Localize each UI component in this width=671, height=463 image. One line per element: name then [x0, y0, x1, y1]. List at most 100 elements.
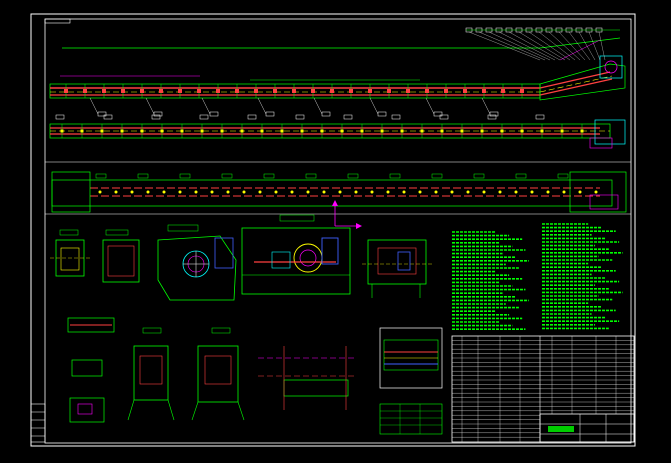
chain-roller-mark	[562, 190, 566, 194]
balloon-tag	[247, 114, 257, 120]
bolt-mark	[180, 129, 184, 133]
small-parts-table	[379, 403, 443, 435]
dimension-tag	[389, 173, 401, 179]
bolt-mark	[500, 129, 504, 133]
balloon-tag	[535, 114, 545, 120]
chain-roller-mark	[386, 190, 390, 194]
bolt-mark	[120, 129, 124, 133]
dimension-tag	[431, 173, 443, 179]
plan-labels	[55, 114, 545, 120]
chain-roller-mark	[114, 190, 118, 194]
chain-roller-mark	[226, 190, 230, 194]
leader-line	[89, 97, 99, 115]
idler-mark	[444, 89, 448, 93]
idler-mark	[216, 89, 220, 93]
bolt-mark	[400, 129, 404, 133]
inner-frame	[44, 18, 632, 444]
leader-line	[498, 31, 556, 61]
drive-head-front-view	[241, 214, 351, 295]
chain-roller-mark	[578, 190, 582, 194]
leader-line	[578, 31, 596, 61]
bolt-mark	[580, 129, 584, 133]
bolt-mark	[200, 129, 204, 133]
idler-mark	[102, 89, 106, 93]
bolt-mark	[140, 129, 144, 133]
balloon-tag	[535, 27, 543, 33]
bolt-mark	[540, 129, 544, 133]
idler-mark	[197, 89, 201, 93]
detail-view-bracket	[67, 317, 115, 423]
frame-corner-tag	[44, 18, 71, 24]
chain-roller-mark	[242, 190, 246, 194]
bolt-mark	[380, 129, 384, 133]
conveyor-plan-view	[49, 119, 626, 149]
idler-mark	[463, 89, 467, 93]
leader-line	[548, 31, 581, 61]
elevation-labels	[89, 27, 606, 117]
balloon-tag	[265, 111, 275, 117]
dimension-tag	[179, 173, 191, 179]
chain-roller-mark	[498, 190, 502, 194]
idler-mark	[178, 89, 182, 93]
leader-line	[313, 97, 323, 115]
chain-roller-mark	[338, 190, 342, 194]
dimension-tag	[515, 173, 527, 179]
balloon-tag	[545, 27, 553, 33]
leader-line	[478, 31, 546, 61]
leader-line	[481, 97, 491, 115]
idler-mark	[121, 89, 125, 93]
dimension-tag	[305, 173, 317, 179]
balloon-tag	[55, 114, 65, 120]
leader-line	[369, 97, 379, 115]
bolt-mark	[160, 129, 164, 133]
parts-list-rows	[452, 336, 634, 442]
plan-supports	[60, 124, 584, 138]
chain-roller-mark	[130, 190, 134, 194]
idler-mark	[501, 89, 505, 93]
parts-list-table	[451, 335, 635, 443]
section-view-b	[102, 229, 140, 283]
idler-mark	[482, 89, 486, 93]
outer-frame	[30, 13, 636, 447]
technical-notes-column-1	[452, 231, 529, 331]
balloon-tag	[487, 114, 497, 120]
balloon-tag	[343, 114, 353, 120]
chain-roller-mark	[290, 190, 294, 194]
chain-roller-mark	[418, 190, 422, 194]
chain-roller-mark	[354, 190, 358, 194]
leader-line	[518, 31, 566, 61]
balloon-tag	[103, 114, 113, 120]
chain-roller-mark	[322, 190, 326, 194]
balloon-tag	[97, 111, 107, 117]
balloon-tag	[295, 114, 305, 120]
chain-roller-mark	[274, 190, 278, 194]
idler-mark	[425, 89, 429, 93]
idler-mark	[520, 89, 524, 93]
chain-roller-mark	[162, 190, 166, 194]
side-view-markers	[95, 173, 598, 194]
bolt-mark	[340, 129, 344, 133]
balloon-tag	[321, 111, 331, 117]
idler-mark	[311, 89, 315, 93]
bolt-mark	[100, 129, 104, 133]
chain-roller-mark	[546, 190, 550, 194]
idler-mark	[349, 89, 353, 93]
idler-mark	[235, 89, 239, 93]
chain-roller-mark	[466, 190, 470, 194]
bolt-mark	[300, 129, 304, 133]
chain-roller-mark	[434, 190, 438, 194]
balloon-tag	[391, 114, 401, 120]
chain-roller-mark	[530, 190, 534, 194]
dimension-tag	[347, 173, 359, 179]
bolt-mark	[440, 129, 444, 133]
chain-detail-view	[258, 346, 356, 410]
bolt-mark	[480, 129, 484, 133]
idler-mark	[64, 89, 68, 93]
chain-roller-mark	[450, 190, 454, 194]
chain-roller-mark	[194, 190, 198, 194]
section-view-a	[50, 229, 90, 277]
chain-roller-mark	[210, 190, 214, 194]
leader-line	[201, 97, 211, 115]
